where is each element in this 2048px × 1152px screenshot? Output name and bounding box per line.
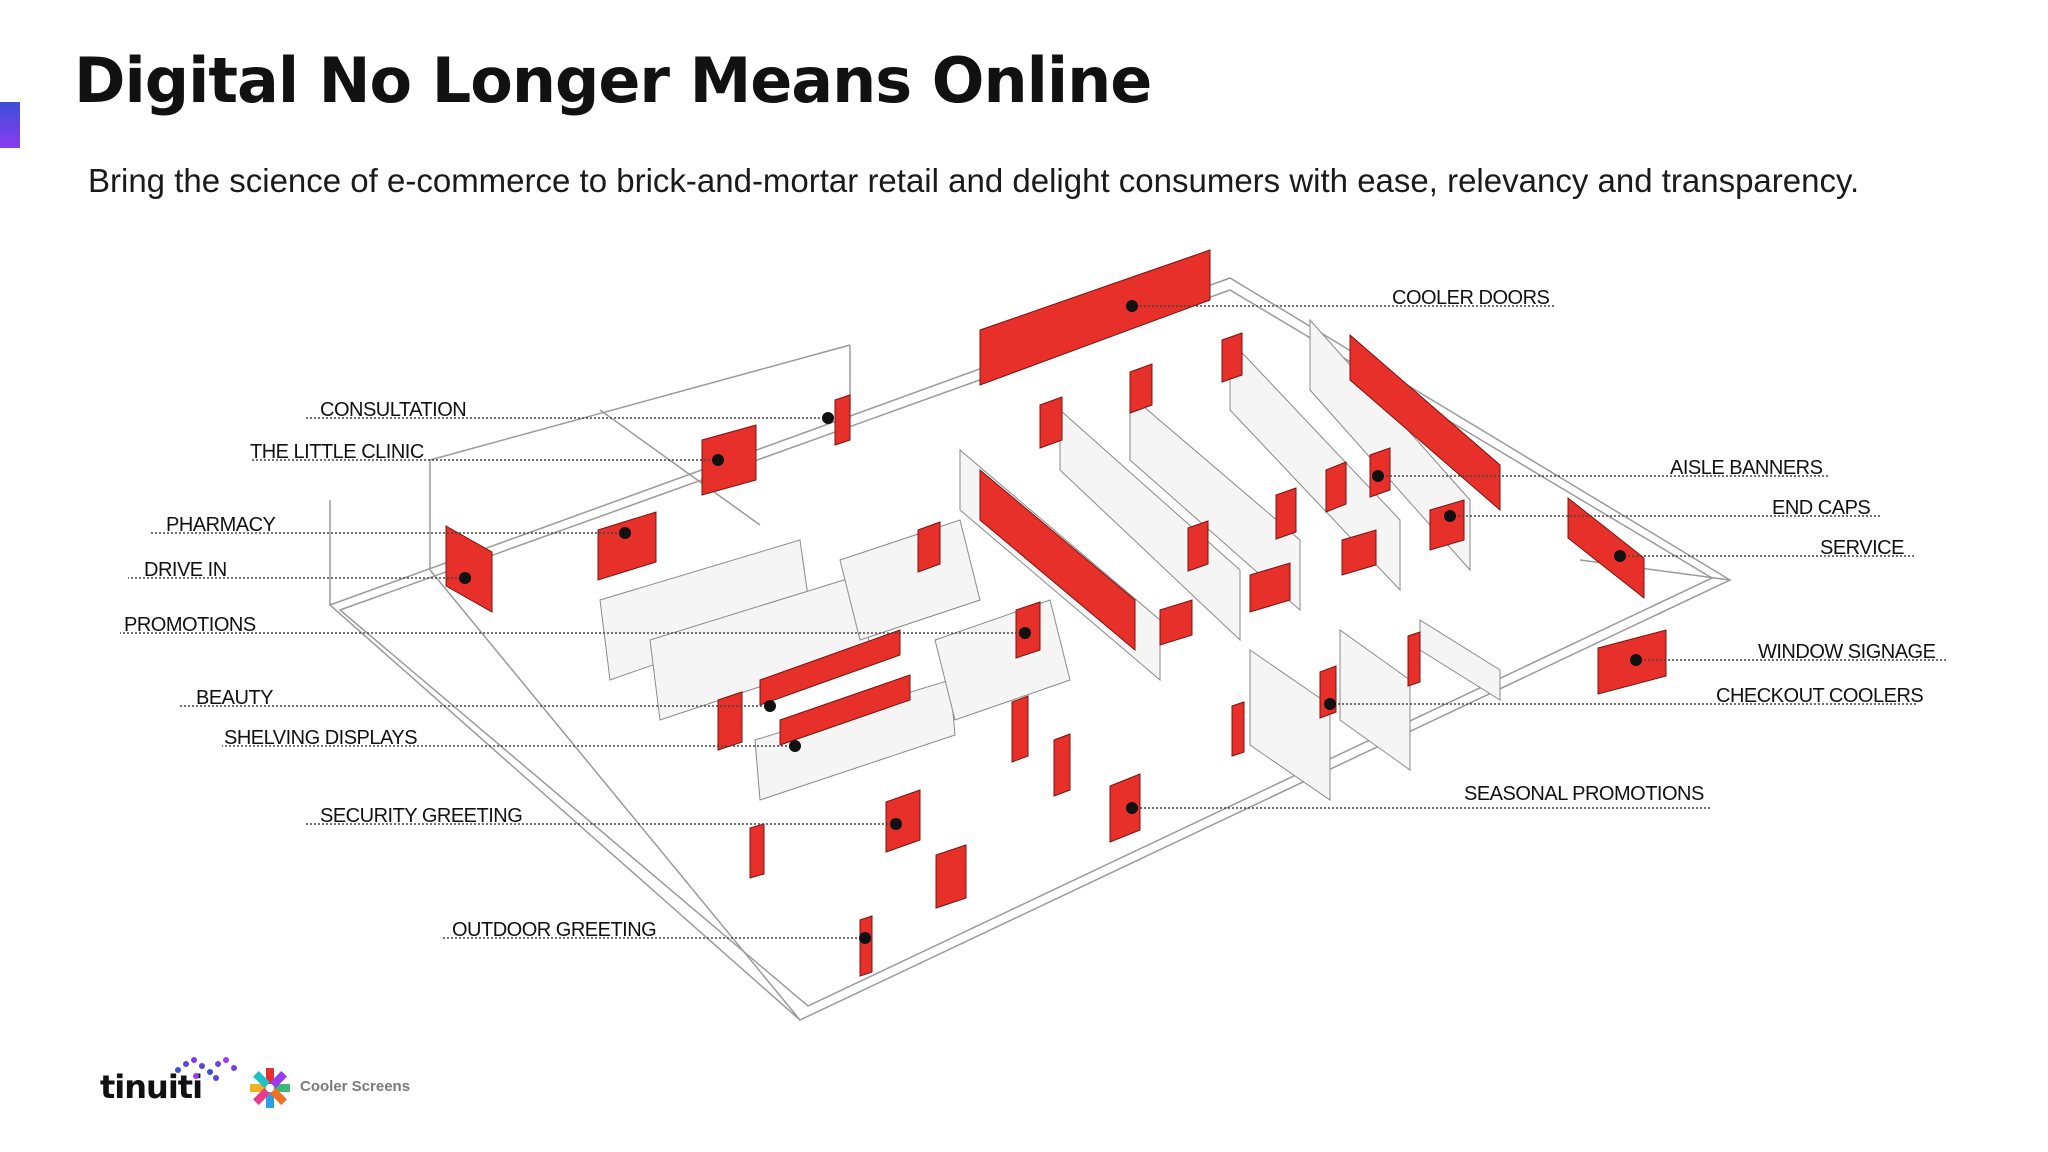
label-outdoor: OUTDOOR GREETING <box>452 919 656 941</box>
dot-checkout <box>1324 698 1336 710</box>
callout-lines <box>120 305 1946 939</box>
dot-pharmacy <box>619 527 631 539</box>
screen-pharmacy <box>597 511 657 581</box>
screen-service <box>1567 496 1645 600</box>
screen-aisle-5 <box>1187 520 1209 572</box>
screen-outdoor <box>749 823 765 879</box>
dot-end-caps <box>1444 510 1456 522</box>
dot-little-clinic <box>712 454 724 466</box>
label-security: SECURITY GREETING <box>320 805 522 827</box>
screen-misc-1 <box>917 521 941 573</box>
dot-seasonal <box>1126 802 1138 814</box>
screen-aisle-6 <box>1275 487 1297 540</box>
screen-aisle-1 <box>1039 396 1063 449</box>
screen-checkout <box>1319 665 1337 719</box>
screen-cooler-doors <box>979 249 1211 386</box>
label-pharmacy: PHARMACY <box>166 514 276 536</box>
cooler-screens-wordmark: Cooler Screens <box>300 1078 411 1095</box>
screen-seasonal-2 <box>1011 695 1029 763</box>
screen-end-caps-2 <box>1159 599 1193 646</box>
label-drive-in: DRIVE IN <box>144 559 227 581</box>
screen-end-caps-4 <box>1341 529 1377 576</box>
screen-beauty <box>717 691 743 751</box>
label-seasonal: SEASONAL PROMOTIONS <box>1464 783 1704 805</box>
label-end-caps: END CAPS <box>1772 497 1870 519</box>
screen-seasonal-3 <box>1053 733 1071 797</box>
label-little-clinic: THE LITTLE CLINIC <box>250 441 424 463</box>
label-aisle-banners: AISLE BANNERS <box>1670 457 1823 479</box>
accent-bar <box>0 102 20 148</box>
label-beauty: BEAUTY <box>196 687 273 709</box>
dot-security <box>890 818 902 830</box>
label-shelving: SHELVING DISPLAYS <box>224 727 417 749</box>
dot-service <box>1614 550 1626 562</box>
label-checkout: CHECKOUT COOLERS <box>1716 685 1923 707</box>
dot-beauty <box>764 700 776 712</box>
dot-consultation <box>822 412 834 424</box>
label-promotions: PROMOTIONS <box>124 614 256 636</box>
screen-outdoor-2 <box>859 915 873 977</box>
screen-coolers-wall <box>1349 333 1501 512</box>
store-floor <box>328 277 1732 1021</box>
slide-title: Digital No Longer Means Online <box>74 44 1152 117</box>
screen-seasonal <box>1109 773 1141 843</box>
screen-checkout-3 <box>1407 631 1421 687</box>
cooler-screens-logo: Cooler Screens <box>246 1064 426 1112</box>
screen-security <box>885 789 921 853</box>
dot-window <box>1630 654 1642 666</box>
dot-aisle-banners <box>1372 470 1384 482</box>
slide-subtitle: Bring the science of e-commerce to brick… <box>88 162 1860 199</box>
screen-coolers-row <box>979 468 1136 652</box>
callout-dots <box>459 300 1642 944</box>
label-window: WINDOW SIGNAGE <box>1758 641 1936 663</box>
dot-promotions <box>1019 627 1031 639</box>
tinuiti-dots-icon <box>175 1057 237 1081</box>
screen-checkout-2 <box>1231 701 1245 757</box>
dot-outdoor <box>859 932 871 944</box>
cooler-screens-flower-icon <box>250 1068 290 1108</box>
label-cooler-doors: COOLER DOORS <box>1392 287 1550 309</box>
callout-labels: COOLER DOORS CONSULTATION THE LITTLE CLI… <box>124 287 1936 941</box>
screen-security-2 <box>935 844 967 909</box>
screen-little-clinic <box>701 424 757 496</box>
label-service: SERVICE <box>1820 537 1904 559</box>
tinuiti-logo: tinuiti <box>100 1056 250 1106</box>
screen-drive-in <box>445 525 493 613</box>
screen-end-caps <box>1429 499 1465 551</box>
tinuiti-wordmark: tinuiti <box>100 1068 203 1106</box>
dot-drive-in <box>459 572 471 584</box>
screen-shelving <box>759 629 901 706</box>
screen-end-caps-3 <box>1249 562 1291 613</box>
screen-aisle-2 <box>1129 363 1153 414</box>
screen-aisle-3 <box>1221 332 1243 383</box>
dot-cooler-doors <box>1126 300 1138 312</box>
screen-consultation <box>834 394 851 446</box>
screen-shelving-2 <box>779 674 911 746</box>
screen-misc-2 <box>1325 461 1347 513</box>
label-consultation: CONSULTATION <box>320 399 466 421</box>
dot-shelving <box>789 740 801 752</box>
